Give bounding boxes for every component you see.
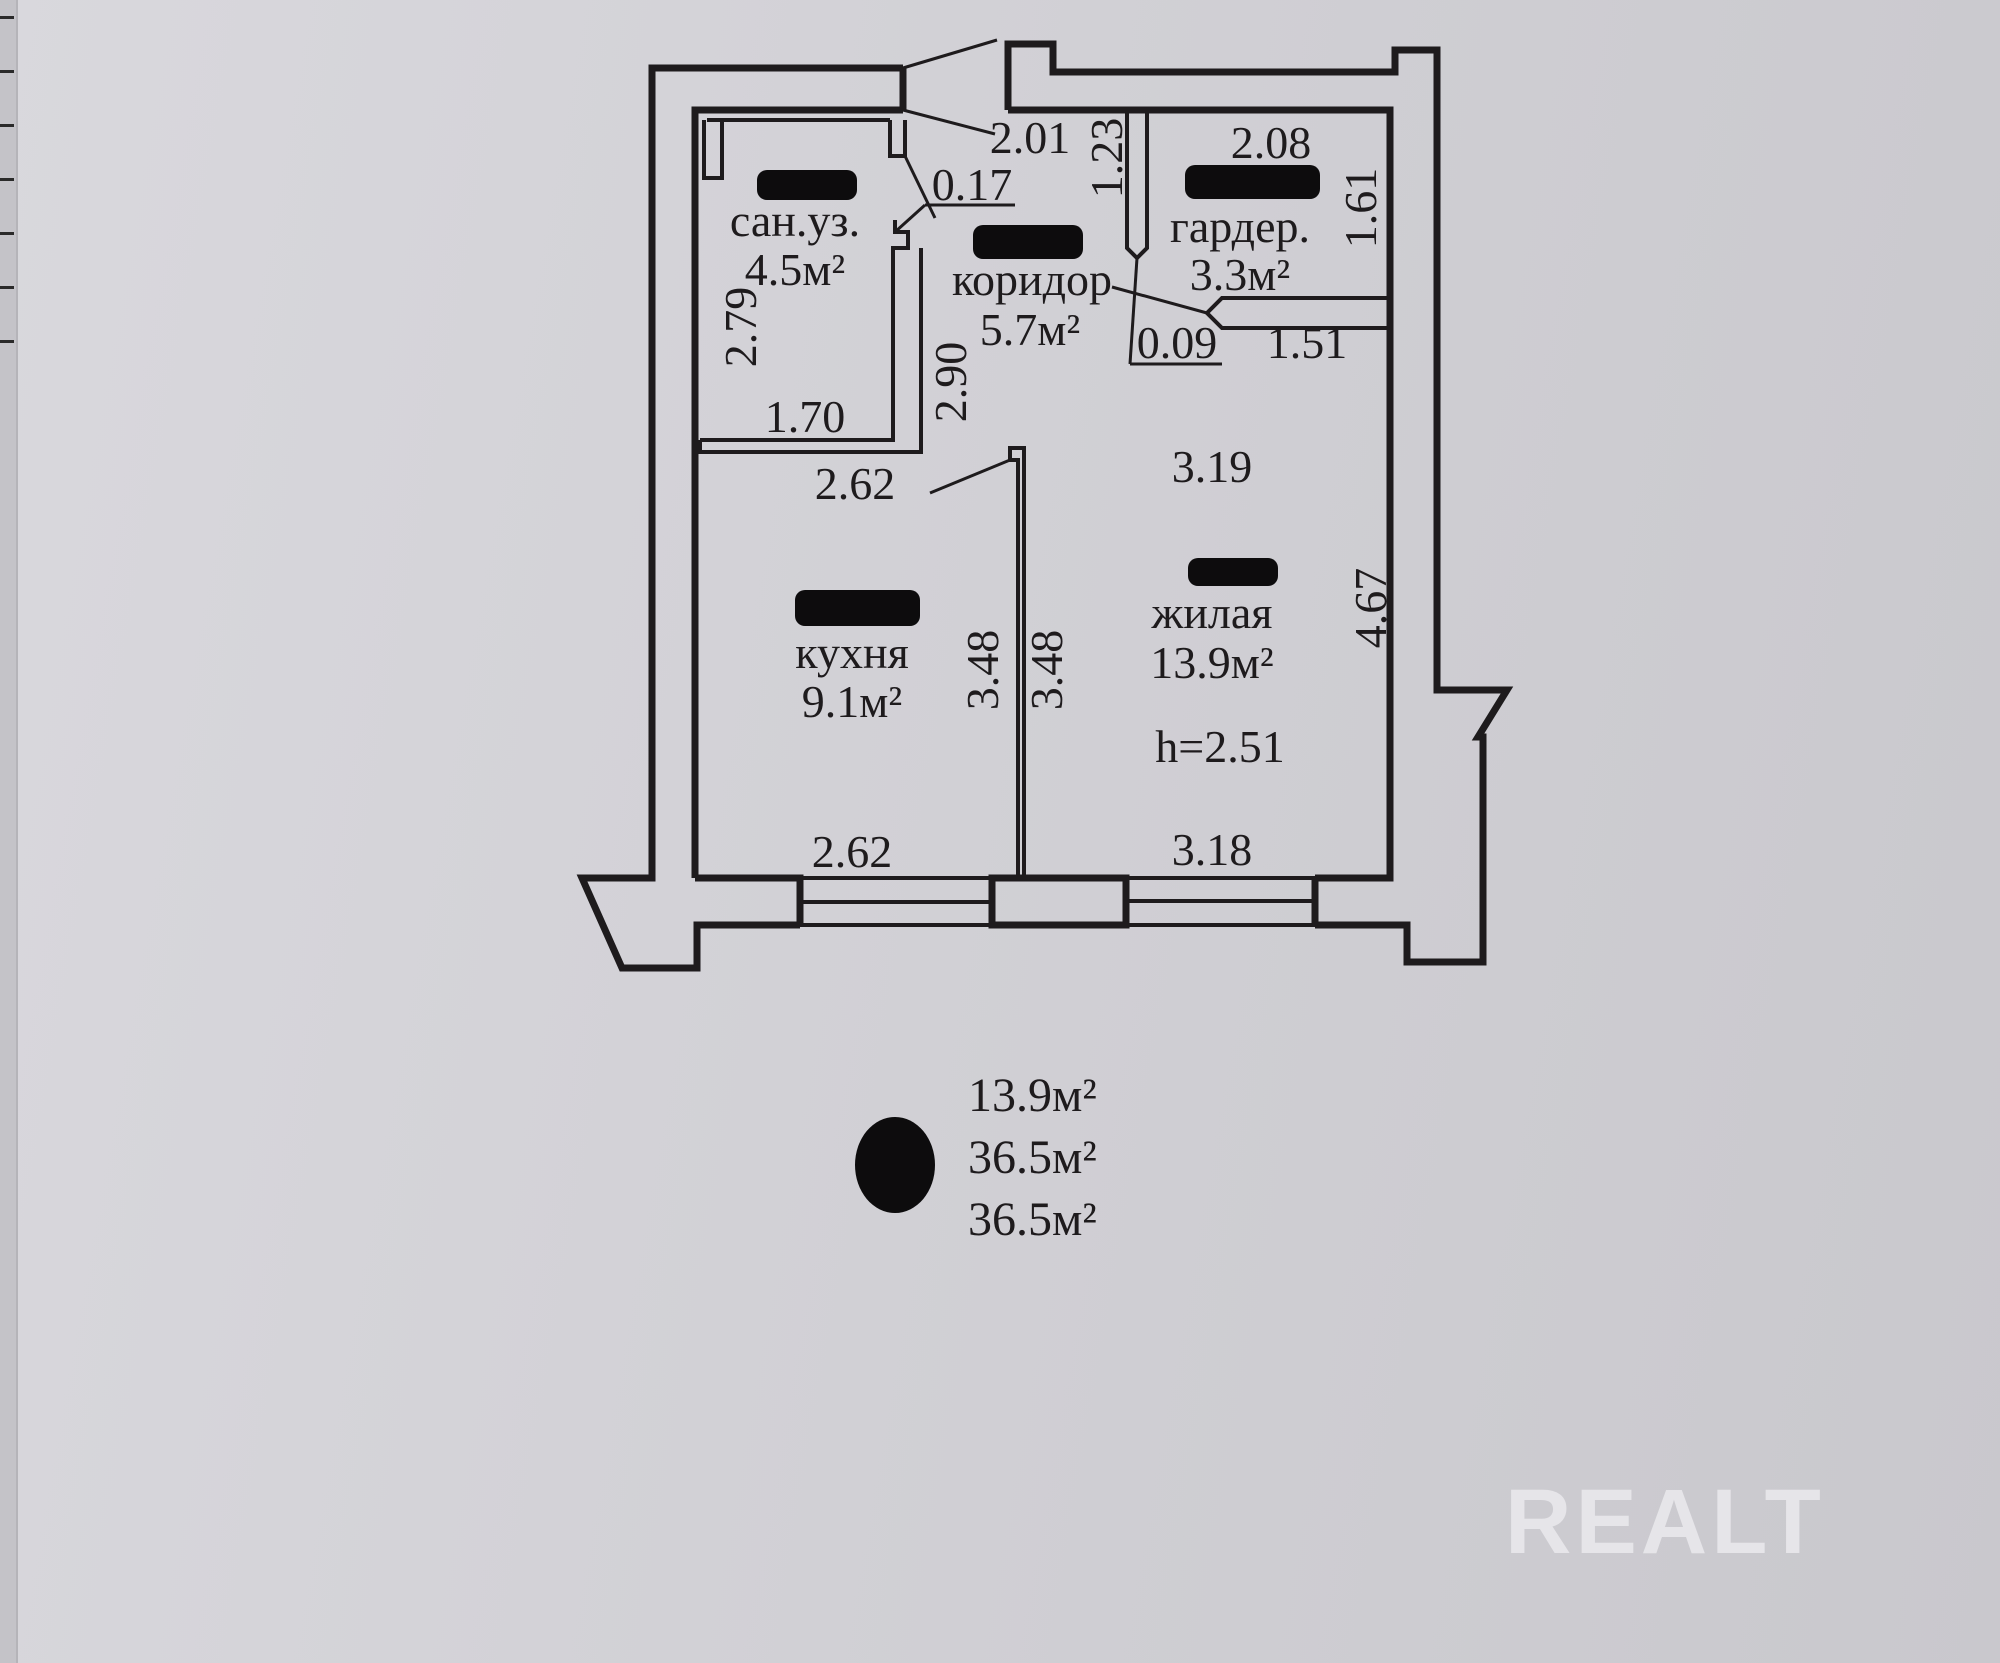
bathroom-right-wall — [888, 120, 907, 158]
dim-living-bottom: 3.18 — [1172, 824, 1253, 875]
area-summary: 13.9м² 36.5м² 36.5м² — [968, 1065, 1097, 1251]
bath-door-line — [893, 203, 927, 234]
bottom-wall-left — [695, 874, 804, 925]
ruler-tick — [0, 178, 14, 181]
dim-corridor-height: 2.90 — [925, 342, 976, 423]
dim-kitchen-top: 2.62 — [815, 458, 896, 509]
dim-kitchen-height-right: 3.48 — [1021, 630, 1072, 711]
entrance-door-swing-1 — [902, 38, 998, 70]
ceiling-height: h=2.51 — [1155, 721, 1284, 772]
room-area-corridor: 5.7м² — [980, 304, 1080, 355]
summary-living-area: 13.9м² — [968, 1069, 1097, 1122]
dim-wardrobe-offset: 0.09 — [1137, 317, 1218, 368]
dim-wardrobe-bottom: 1.51 — [1267, 317, 1348, 368]
realt-watermark-logo: REALT — [1505, 1471, 1825, 1573]
page-edge — [0, 0, 18, 1663]
inner-wall-right — [1008, 106, 1394, 882]
room-area-wardrobe: 3.3м² — [1190, 249, 1290, 300]
bath-door-swing — [903, 155, 937, 219]
dim-kitchen-height-left: 3.48 — [957, 630, 1008, 711]
room-name-kitchen: кухня — [795, 627, 908, 678]
outer-wall-top-right — [1004, 40, 1514, 966]
room-name-bathroom: сан.уз. — [730, 195, 860, 246]
corridor-label-leader — [1111, 285, 1208, 315]
summary-total-area: 36.5м² — [968, 1131, 1097, 1184]
summary-total-area-2: 36.5м² — [968, 1193, 1097, 1246]
redaction-scribble — [855, 1117, 935, 1213]
dim-living-top: 3.19 — [1172, 441, 1253, 492]
redaction-scribble — [795, 590, 920, 626]
ruler-tick — [0, 232, 14, 235]
dim-bath-height: 2.79 — [715, 287, 766, 368]
room-area-bathroom: 4.5м² — [745, 244, 845, 295]
dim-entrance-width: 2.01 — [990, 112, 1071, 163]
dim-bath-width: 1.70 — [765, 391, 846, 442]
redaction-scribble — [757, 170, 857, 200]
wardrobe-wall — [1204, 296, 1390, 330]
window-pier — [988, 874, 1130, 929]
room-area-kitchen: 9.1м² — [802, 676, 902, 727]
wardrobe-door-swing — [1128, 257, 1139, 365]
ruler-tick — [0, 286, 14, 289]
bathroom-wall — [702, 120, 724, 180]
ruler-tick — [0, 340, 14, 343]
dim-kitchen-bottom: 2.62 — [812, 826, 893, 877]
ruler-tick — [0, 70, 14, 73]
room-name-wardrobe: гардер. — [1170, 201, 1310, 252]
room-area-living: 13.9м² — [1150, 637, 1273, 688]
dim-bath-door-offset: 0.17 — [932, 159, 1013, 210]
redaction-scribble — [1185, 165, 1320, 199]
dim-wardrobe-height: 1.61 — [1335, 168, 1386, 249]
redaction-scribble — [973, 225, 1083, 259]
entrance-door-swing-2 — [902, 108, 996, 136]
dim-corridor-partition: 1.23 — [1081, 118, 1132, 199]
bathroom-right-outer — [695, 248, 923, 454]
redaction-scribbles — [757, 165, 1320, 1213]
room-name-living: жилая — [1151, 587, 1273, 638]
inner-wall-left — [691, 106, 903, 878]
room-name-corridor: коридор — [952, 254, 1112, 305]
ruler-tick — [0, 16, 14, 19]
redaction-scribble — [1188, 558, 1278, 586]
outer-wall-left — [576, 64, 903, 972]
dim-living-height: 4.67 — [1345, 568, 1396, 649]
dim-wardrobe-width: 2.08 — [1231, 117, 1312, 168]
ruler-tick — [0, 124, 14, 127]
kitchen-door-line — [929, 458, 1011, 495]
